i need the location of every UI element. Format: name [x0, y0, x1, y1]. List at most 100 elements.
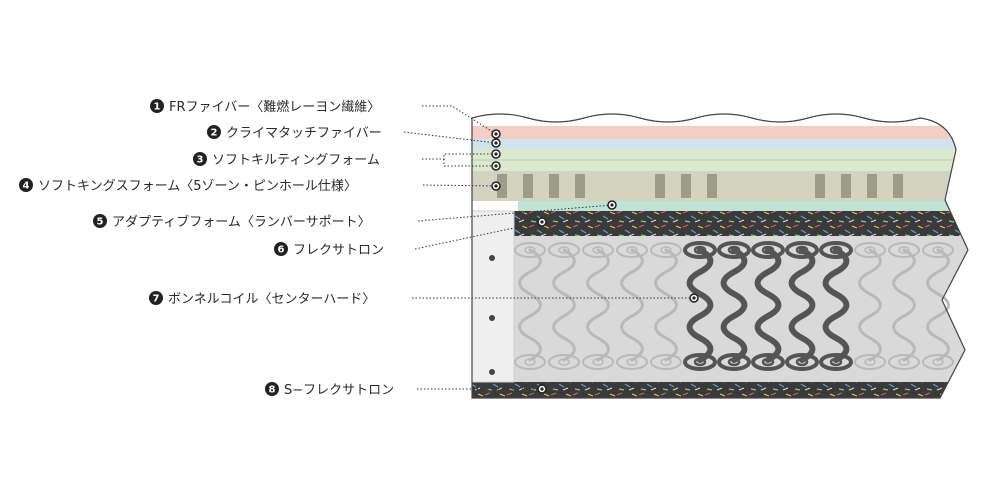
- label-8: 8 S−フレクサトロン: [265, 382, 394, 398]
- layer-s-flexatron: [472, 382, 968, 398]
- layer-flexatron: [472, 211, 968, 236]
- badge-6: [274, 242, 288, 256]
- mattress-body: [472, 114, 968, 398]
- leader-lines: [403, 105, 699, 394]
- leader-end-dot: [494, 132, 498, 136]
- coil-bottom-ring-inner: [524, 358, 536, 366]
- layer-climatouch-fiber: [472, 139, 968, 149]
- coil-bottom-ring-inner: [727, 357, 741, 367]
- coil-bottom-ring-inner: [932, 358, 944, 366]
- label-list: 1 FRファイバー〈難燃レーヨン繊維〉 2 クライマタッチファイバー 3 ソフト…: [19, 99, 394, 398]
- coil-top-ring: [582, 242, 614, 258]
- coil-top-ring-inner: [693, 245, 707, 255]
- coil-top-ring: [922, 242, 954, 258]
- coil-bottom-ring-inner: [829, 357, 843, 367]
- leader-6: [414, 221, 543, 250]
- label-2: 2 クライマタッチファイバー: [207, 125, 382, 141]
- label-4: 4 ソフトキングスフォーム〈5ゾーン・ピンホール仕様〉: [19, 178, 357, 194]
- leader-end-dot: [494, 141, 498, 145]
- label-adaptive-foam: アダプティブフォーム〈ランバーサポート〉: [112, 214, 371, 230]
- leader-5: [417, 204, 613, 222]
- coil-spring: [822, 247, 850, 363]
- badge-number-2: 2: [211, 128, 218, 139]
- layer-adaptive-foam: [518, 201, 968, 211]
- coil-bottom-ring: [616, 354, 648, 370]
- coil-bottom-ring-inner: [693, 357, 707, 367]
- leader-4: [422, 184, 497, 187]
- bonnell-coils: [514, 241, 954, 371]
- coil-top-ring-inner: [761, 245, 775, 255]
- coil-top-ring: [548, 242, 580, 258]
- coil-bottom-ring: [888, 354, 920, 370]
- leader-end-dot: [540, 220, 544, 224]
- leader-end-dot: [494, 152, 498, 156]
- coil-top-ring: [717, 241, 751, 259]
- coil-bottom-ring: [751, 353, 785, 371]
- badge-4: [19, 178, 33, 192]
- label-flexatron: フレクサトロン: [293, 243, 384, 258]
- coil-top-ring-inner: [829, 245, 843, 255]
- leader-2: [403, 131, 497, 144]
- label-bonnell-coil: ボンネルコイル〈センターハード〉: [168, 292, 375, 307]
- side-vent: [489, 369, 495, 375]
- leader-end-dot: [610, 203, 614, 207]
- coil-bottom-ring: [819, 353, 853, 371]
- coil-top-ring-inner: [898, 246, 910, 254]
- coil-bottom-ring: [854, 354, 886, 370]
- coil-bottom-ring-inner: [761, 357, 775, 367]
- side-vent: [489, 315, 495, 321]
- coil-spring: [788, 247, 816, 363]
- badge-number-8: 8: [269, 385, 276, 396]
- badge-number-3: 3: [197, 155, 204, 166]
- coil-bottom-ring-inner: [660, 358, 672, 366]
- label-3: 3 ソフトキルティングフォーム: [193, 152, 380, 168]
- side-vent: [489, 255, 495, 261]
- coil-top-ring: [514, 242, 546, 258]
- label-soft-quilting-foam: ソフトキルティングフォーム: [212, 153, 380, 168]
- coil-spring: [654, 248, 678, 362]
- leader-end-dot: [540, 387, 544, 391]
- coil-top-ring: [785, 241, 819, 259]
- coil-bottom-ring-inner: [592, 358, 604, 366]
- coil-spring: [620, 248, 644, 362]
- coil-spring: [586, 248, 610, 362]
- coil-spring: [720, 247, 748, 363]
- coil-bottom-ring-inner: [898, 358, 910, 366]
- coil-bottom-ring: [548, 354, 580, 370]
- layer-fr-fiber: [472, 126, 968, 139]
- label-s-flexatron: S−フレクサトロン: [284, 383, 394, 398]
- badge-number-4: 4: [23, 181, 30, 192]
- coil-top-ring-inner: [524, 246, 536, 254]
- coil-bottom-ring: [683, 353, 717, 371]
- badge-number-1: 1: [154, 102, 161, 113]
- coil-top-ring: [751, 241, 785, 259]
- leader-end-dot: [692, 296, 696, 300]
- coil-bottom-ring: [582, 354, 614, 370]
- coil-top-ring-inner: [864, 246, 876, 254]
- coil-top-ring: [650, 242, 682, 258]
- badge-8: [265, 382, 279, 396]
- coil-top-ring: [888, 242, 920, 258]
- coil-top-ring-inner: [795, 245, 809, 255]
- coil-spring: [892, 248, 916, 362]
- coil-top-ring-inner: [660, 246, 672, 254]
- label-climatouch-fiber: クライマタッチファイバー: [226, 126, 382, 141]
- label-fr-fiber: FRファイバー〈難燃レーヨン繊維〉: [169, 99, 380, 115]
- coil-top-ring: [683, 241, 717, 259]
- coil-bottom-ring-inner: [558, 358, 570, 366]
- coil-bottom-ring: [922, 354, 954, 370]
- coil-top-ring-inner: [626, 246, 638, 254]
- coil-bottom-ring: [650, 354, 682, 370]
- badge-1: [150, 99, 164, 113]
- badge-number-5: 5: [97, 217, 104, 228]
- coil-bottom-ring-inner: [864, 358, 876, 366]
- leader-end-dot: [494, 164, 498, 168]
- mattress-outline: [471, 113, 969, 399]
- label-1: 1 FRファイバー〈難燃レーヨン繊維〉: [150, 99, 380, 115]
- coil-top-ring: [819, 241, 853, 259]
- badge-3: [193, 152, 207, 166]
- coil-top-ring-inner: [727, 245, 741, 255]
- label-6: 6 フレクサトロン: [274, 242, 384, 258]
- coil-bottom-ring: [717, 353, 751, 371]
